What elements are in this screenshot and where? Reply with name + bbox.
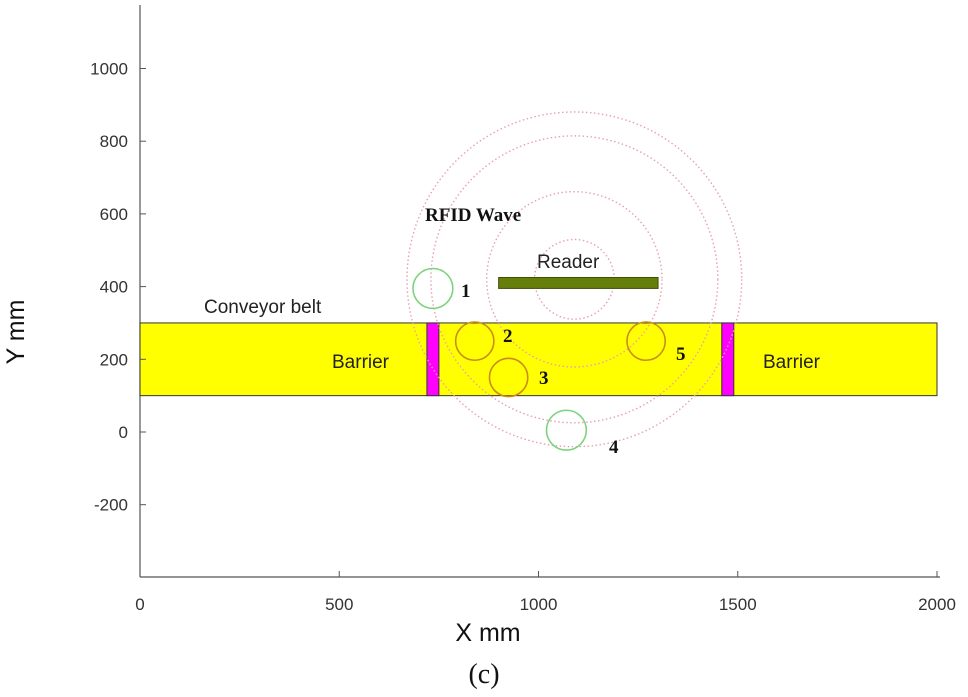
tag-label-5: 5 bbox=[676, 344, 686, 365]
x-tick-label: 2000 bbox=[918, 595, 956, 614]
tag-5 bbox=[626, 321, 667, 362]
y-tick-label: 600 bbox=[100, 205, 128, 224]
y-tick-label: 400 bbox=[100, 278, 128, 297]
tag-label-3: 3 bbox=[539, 368, 549, 389]
x-axis-title: X mm bbox=[455, 619, 520, 647]
reader-label: Reader bbox=[537, 252, 600, 273]
tag-1 bbox=[412, 267, 454, 310]
rfid-wave-ring-4 bbox=[406, 111, 743, 448]
x-tick-label: 0 bbox=[135, 595, 144, 614]
rfid-wave-ring-3 bbox=[430, 135, 719, 424]
y-tick-label: -200 bbox=[94, 496, 128, 515]
tag-4 bbox=[545, 409, 588, 451]
tag-label-2: 2 bbox=[503, 326, 513, 347]
barrier-2 bbox=[721, 322, 735, 397]
rfid-wave-label: RFID Wave bbox=[425, 205, 521, 226]
figure-caption: (c) bbox=[468, 659, 499, 690]
x-tick-label: 500 bbox=[325, 595, 353, 614]
y-tick-label: 0 bbox=[119, 423, 128, 442]
tag-label-4: 4 bbox=[609, 437, 619, 458]
x-tick-label: 1500 bbox=[719, 595, 757, 614]
y-tick-label: 800 bbox=[100, 132, 128, 151]
tag-3 bbox=[488, 357, 529, 398]
y-tick-label: 1000 bbox=[90, 60, 128, 79]
y-tick-label: 200 bbox=[100, 350, 128, 369]
rfid-wave-ring-2 bbox=[485, 190, 663, 368]
tag-label-1: 1 bbox=[461, 281, 471, 302]
conveyor-belt-label: Conveyor belt bbox=[204, 297, 322, 318]
barrier-1 bbox=[426, 322, 440, 397]
barrier-right-label: Barrier bbox=[763, 352, 821, 373]
tag-2 bbox=[454, 321, 495, 362]
x-tick-label: 1000 bbox=[520, 595, 558, 614]
reader-bar bbox=[498, 277, 659, 289]
barrier-left-label: Barrier bbox=[332, 352, 390, 373]
y-axis-title: Y mm bbox=[2, 300, 30, 365]
